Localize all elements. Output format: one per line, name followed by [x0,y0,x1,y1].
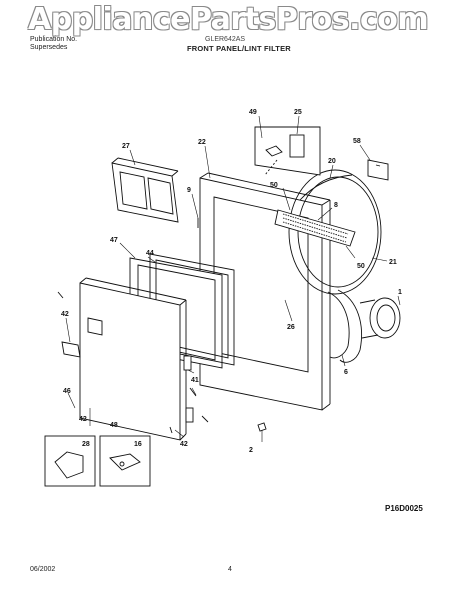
lint-screen-housing-part [274,209,356,247]
callout-46: 46 [63,388,71,395]
callout-42-hinge: 42 [180,441,188,448]
callout-41: 41 [191,377,199,384]
callout-27: 27 [122,143,130,150]
callout-8: 8 [334,202,338,209]
callout-42-handle: 42 [61,311,69,318]
callout-58: 58 [353,138,361,145]
callout-42-door: 42 [79,416,87,423]
callout-22: 22 [198,139,206,146]
callout-9: 9 [187,187,191,194]
callout-20: 20 [328,158,336,165]
inset-box-28 [44,435,96,487]
callout-1: 1 [398,289,402,296]
callout-28: 28 [82,441,90,448]
callout-25: 25 [294,109,302,116]
supersedes-label: Supersedes [30,44,68,51]
diagram-code: P16D0025 [385,504,423,513]
watermark: AppliancePartsPros.com [28,2,429,37]
section-title: FRONT PANEL/LINT FILTER [187,44,291,53]
footer-date: 06/2002 [30,566,56,573]
publication-label: Publication No. [30,36,78,43]
model-number: GLER642AS [205,36,246,43]
callout-16: 16 [134,441,142,448]
hinge-parts [183,355,194,423]
callout-2: 2 [249,447,253,454]
callout-47: 47 [110,237,118,244]
leader-lines [65,115,401,442]
callout-49: 49 [249,109,257,116]
callout-numbers: 49 25 58 27 22 20 9 50 8 47 44 50 21 1 4… [61,109,402,454]
inset-box-16 [99,435,151,487]
callout-50-top: 50 [270,182,278,189]
callout-21: 21 [389,259,397,266]
callout-6: 6 [344,369,348,376]
callout-44: 44 [146,250,154,257]
drum-ring-part [288,169,382,295]
door-handle-part [61,341,81,358]
lint-filter-part [111,157,179,223]
page-number: 4 [228,566,232,573]
blower-duct-part [327,289,401,363]
callout-48: 48 [110,422,118,429]
callout-50-bottom: 50 [357,263,365,270]
fastener-screws [57,218,267,434]
hinge-detail-inset [254,126,321,176]
door-switch-part [367,159,389,181]
callout-26: 26 [287,324,295,331]
